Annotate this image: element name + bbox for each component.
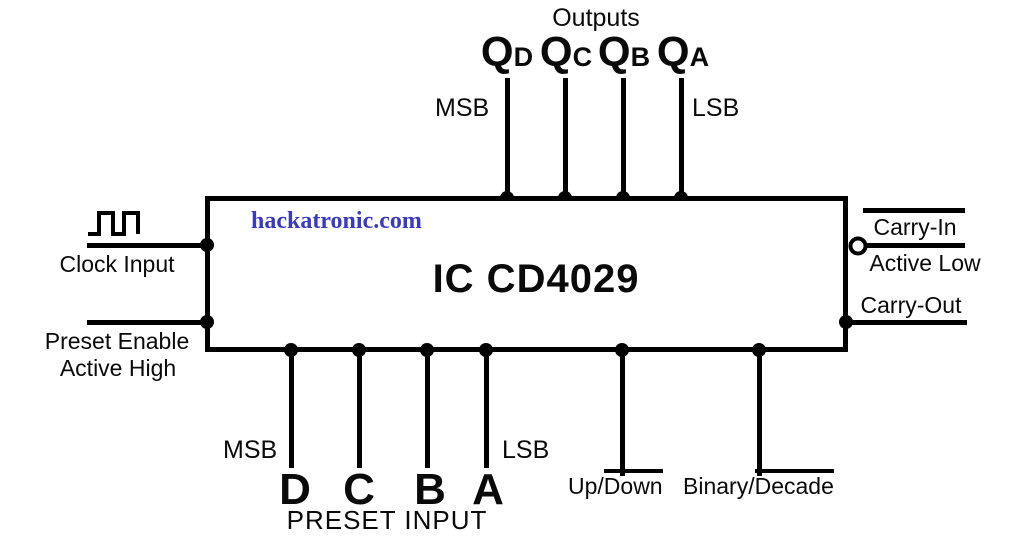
qb-subscript: B bbox=[630, 42, 651, 72]
preset-input-group-label: PRESET INPUT bbox=[286, 505, 488, 535]
preset-pin-b bbox=[425, 347, 430, 468]
preset-letter-d: D bbox=[279, 465, 311, 514]
preset-pin-a bbox=[484, 347, 489, 468]
preset-letter-a: A bbox=[472, 465, 504, 514]
preset-letter-b: B bbox=[414, 465, 446, 514]
output-pin-qb bbox=[621, 78, 626, 201]
binary-decade-pin-dot bbox=[752, 343, 766, 357]
preset-pin-d-dot bbox=[284, 343, 298, 357]
output-pin-qa bbox=[679, 78, 684, 201]
output-label-qc: QC bbox=[540, 28, 592, 75]
outputs-group-label: Outputs bbox=[552, 4, 640, 32]
binary-prefix-text: Binary/ bbox=[683, 473, 755, 499]
clock-junction-dot bbox=[200, 238, 214, 252]
clock-pulse-icon bbox=[88, 211, 140, 236]
updown-pin bbox=[620, 347, 625, 476]
output-label-qb: QB bbox=[598, 28, 650, 75]
output-label-qa: QA bbox=[657, 28, 709, 75]
qa-subscript: A bbox=[689, 42, 710, 72]
ic-title: IC CD4029 bbox=[432, 257, 640, 301]
preset-enable-junction-dot bbox=[200, 315, 214, 329]
preset-letter-c: C bbox=[343, 465, 375, 514]
preset-pin-b-dot bbox=[420, 343, 434, 357]
preset-pin-a-dot bbox=[479, 343, 493, 357]
carry-in-label: Carry-In bbox=[873, 214, 957, 240]
updown-prefix-text: Up/ bbox=[568, 473, 604, 499]
binary-decade-pin bbox=[757, 347, 762, 476]
preset-pin-c bbox=[357, 347, 362, 468]
ic-body bbox=[205, 196, 848, 352]
qd-base: Q bbox=[480, 28, 514, 75]
qa-base: Q bbox=[656, 28, 690, 75]
clock-input-label: Clock Input bbox=[59, 251, 175, 277]
carry-in-overbar bbox=[863, 208, 965, 213]
clock-input-wire bbox=[87, 243, 207, 248]
active-high-label: Active High bbox=[59, 355, 177, 381]
output-pin-qc bbox=[563, 78, 568, 201]
carry-in-wire bbox=[866, 243, 965, 248]
updown-label: Up/Down bbox=[568, 469, 663, 500]
qd-subscript: D bbox=[513, 42, 534, 72]
preset-pin-d bbox=[289, 347, 294, 468]
output-pin-qd bbox=[505, 78, 510, 201]
decade-overbar-text: Decade bbox=[754, 469, 834, 499]
updown-pin-dot bbox=[615, 343, 629, 357]
active-low-label: Active Low bbox=[869, 250, 981, 276]
outputs-lsb-label: LSB bbox=[692, 94, 740, 122]
qb-base: Q bbox=[597, 28, 631, 75]
preset-enable-label: Preset Enable bbox=[44, 328, 190, 354]
preset-pin-c-dot bbox=[352, 343, 366, 357]
preset-lsb-label: LSB bbox=[502, 436, 550, 464]
preset-enable-wire bbox=[87, 320, 207, 325]
output-label-qd: QD bbox=[481, 28, 533, 75]
outputs-msb-label: MSB bbox=[435, 94, 490, 122]
qc-subscript: C bbox=[572, 42, 593, 72]
qc-base: Q bbox=[539, 28, 573, 75]
carry-out-junction-dot bbox=[839, 315, 853, 329]
preset-msb-label: MSB bbox=[223, 436, 278, 464]
watermark-text: hackatronic.com bbox=[251, 208, 422, 234]
carry-out-label: Carry-Out bbox=[860, 292, 962, 318]
carry-out-wire bbox=[843, 320, 967, 325]
updown-overbar-text: Down bbox=[603, 469, 663, 499]
binary-decade-label: Binary/Decade bbox=[683, 469, 834, 500]
active-low-bubble-icon bbox=[848, 236, 868, 256]
